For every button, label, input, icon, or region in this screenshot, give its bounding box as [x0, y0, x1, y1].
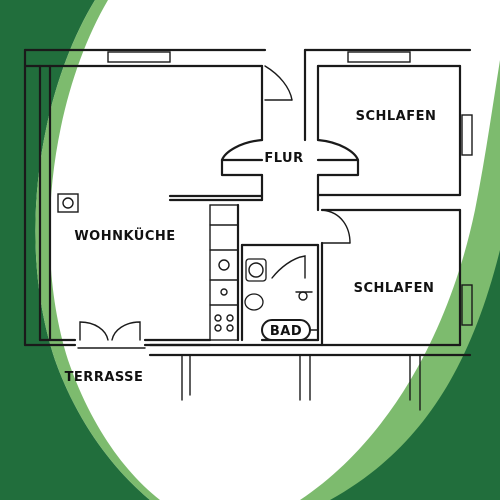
- room-label-terrasse: TERRASSE: [65, 370, 144, 385]
- room-label-wohnkueche: WOHNKÜCHE: [74, 228, 175, 244]
- room-label-bad: BAD: [270, 324, 302, 339]
- floor-plan-walls: [23, 48, 473, 411]
- room-label-schlafen-1: SCHLAFEN: [356, 109, 437, 124]
- decor-swoosh-left: [0, 0, 160, 500]
- decor-swoosh-right: [300, 60, 500, 500]
- swoosh-right-dark: [330, 250, 500, 500]
- room-label-flur: FLUR: [264, 151, 303, 166]
- room-label-schlafen-2: SCHLAFEN: [354, 281, 435, 296]
- swoosh-left-dark: [0, 0, 150, 500]
- swoosh-left-light: [35, 0, 160, 500]
